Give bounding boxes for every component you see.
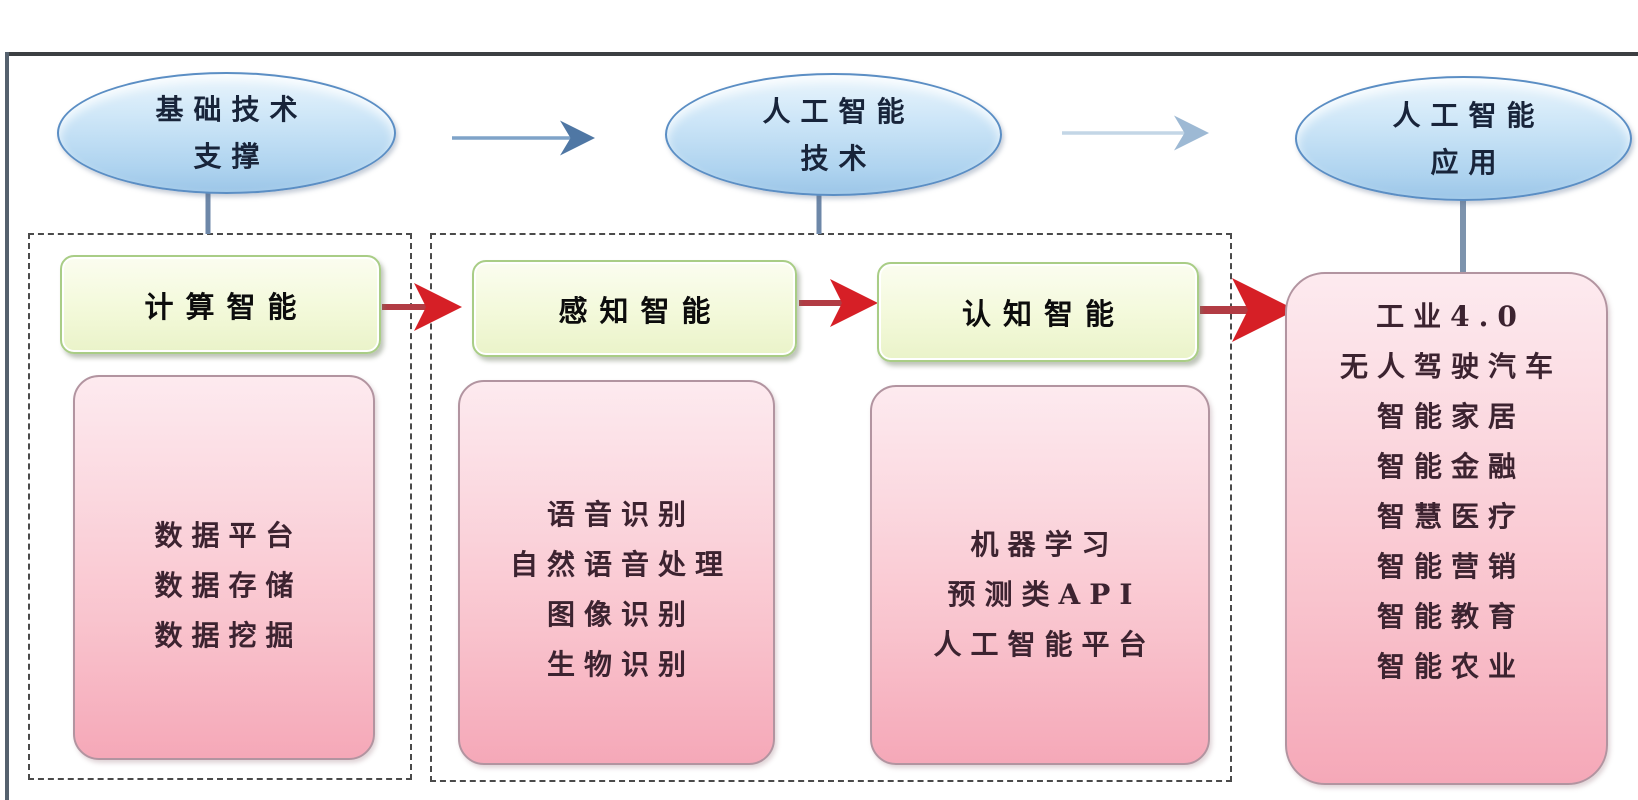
list-item: 智能营销 <box>1376 549 1525 583</box>
list-item: 数据挖掘 <box>154 618 303 652</box>
list-item: 智能金融 <box>1376 449 1525 483</box>
list-item: 图像识别 <box>546 597 695 631</box>
dashed-group-computational <box>28 233 412 780</box>
stage-box-computational-intelligence: 计算智能 <box>60 255 381 354</box>
frame-left-line <box>5 52 9 800</box>
content-box-ai-applications: 工业4.0 无人驾驶汽车智能家居智能金融智慧医疗智能营销智能教育智能农业 <box>1285 272 1608 785</box>
ellipse-foundation-line2: 支撑 <box>193 140 270 173</box>
item-list: 数据平台数据存储数据挖掘 <box>145 511 302 661</box>
list-item: 机器学习 <box>970 528 1119 561</box>
content-box-perception-items: 语音识别自然语音处理图像识别生物识别 <box>458 380 775 765</box>
list-item: 数据平台 <box>154 518 303 552</box>
stage-box-perception-intelligence: 感知智能 <box>472 260 797 357</box>
list-item: 数据存储 <box>154 568 303 602</box>
ellipse-aitech-line2: 技术 <box>800 141 877 175</box>
stage-label: 计算智能 <box>144 289 309 324</box>
ellipse-aiapp-line1: 人工智能 <box>1392 98 1545 132</box>
item-list: 语音识别自然语音处理图像识别生物识别 <box>501 490 732 690</box>
list-item: 生物识别 <box>546 647 695 681</box>
frame-top-line <box>5 52 1638 56</box>
stage-box-cognition-intelligence: 认知智能 <box>877 262 1199 362</box>
list-item: 工业4.0 <box>1376 299 1526 333</box>
ellipse-aiapp-line2: 应用 <box>1430 145 1507 179</box>
stage-label: 感知智能 <box>558 293 723 328</box>
dashed-group-perception-cognition <box>430 233 1232 782</box>
list-item: 无人驾驶汽车 <box>1339 349 1562 383</box>
item-list: 机器学习预测类API 人工智能平台 <box>924 520 1155 670</box>
ellipse-aitech-line1: 人工智能 <box>762 94 915 128</box>
list-item: 智能农业 <box>1376 649 1525 683</box>
list-item: 智慧医疗 <box>1376 499 1525 533</box>
list-item: 语音识别 <box>546 497 695 531</box>
content-box-cognition-items: 机器学习预测类API 人工智能平台 <box>870 385 1210 765</box>
list-item: 自然语音处理 <box>509 547 732 581</box>
ellipse-ai-technology: 人工智能 技术 <box>665 73 1002 196</box>
ellipse-ai-application: 人工智能 应用 <box>1295 76 1632 201</box>
ellipse-foundation-support: 基础技术 支撑 <box>57 72 396 194</box>
list-item: 智能教育 <box>1376 599 1525 633</box>
list-item: 预测类API <box>947 578 1142 611</box>
list-item: 人工智能平台 <box>933 628 1156 661</box>
stage-label: 认知智能 <box>961 297 1126 331</box>
ellipse-foundation-line1: 基础技术 <box>155 93 308 126</box>
content-box-computational-items: 数据平台数据存储数据挖掘 <box>73 375 375 760</box>
list-item: 智能家居 <box>1376 399 1525 433</box>
item-list: 工业4.0 无人驾驶汽车智能家居智能金融智慧医疗智能营销智能教育智能农业 <box>1331 292 1562 692</box>
